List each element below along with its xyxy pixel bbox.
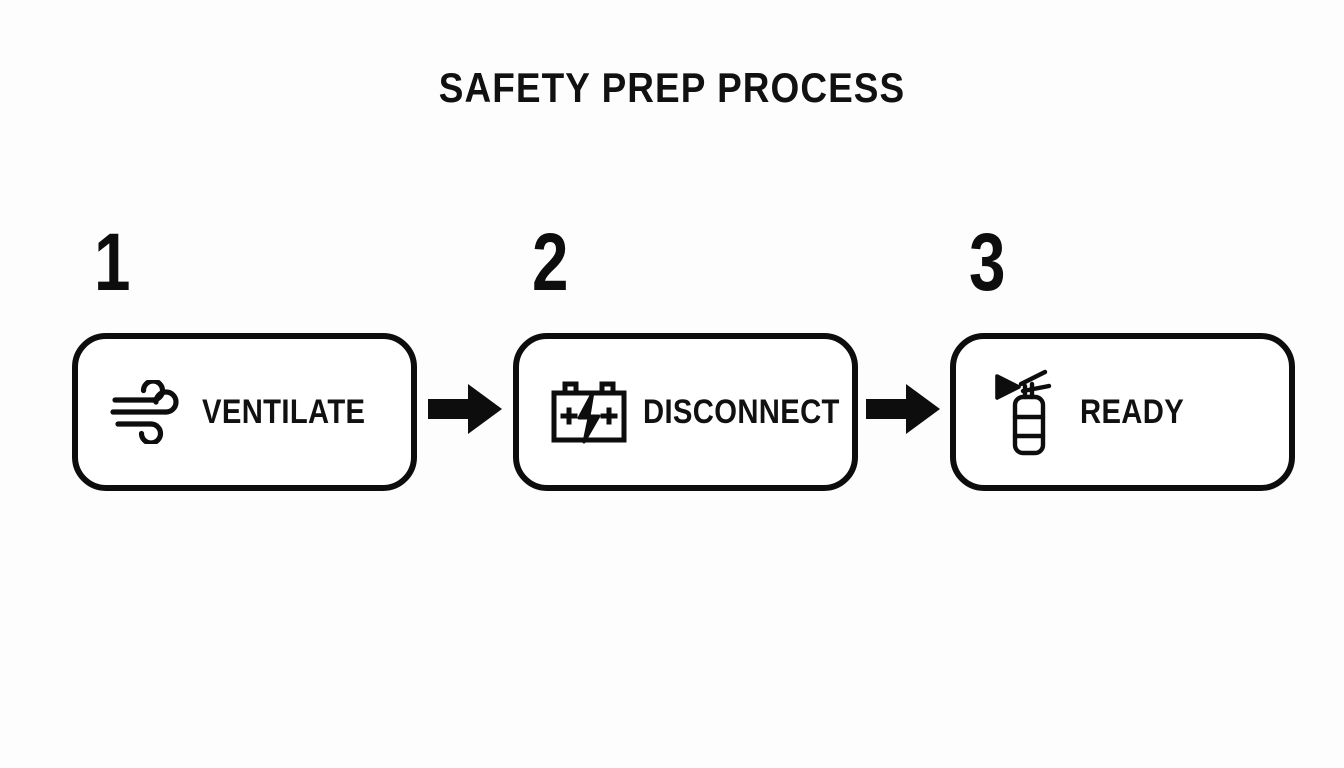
step-number-1: 1 [94,217,131,308]
step-card-disconnect[interactable]: DISCONNECT [513,333,858,491]
step-number-2: 2 [532,217,569,308]
step-number-3: 3 [969,217,1006,308]
arrow-step-1-to-2-icon [428,381,502,437]
step-card-ready[interactable]: READY [950,333,1295,491]
wind-icon [100,362,196,462]
arrow-step-2-to-3-icon [866,381,940,437]
step-label-disconnect: DISCONNECT [643,392,840,431]
page-title: SAFETY PREP PROCESS [438,64,906,111]
battery-bolt-icon [541,362,637,462]
fire-extinguisher-icon [978,362,1074,462]
step-card-ventilate[interactable]: VENTILATE [72,333,417,491]
step-label-ventilate: VENTILATE [202,392,366,431]
step-label-ready: READY [1080,392,1185,431]
